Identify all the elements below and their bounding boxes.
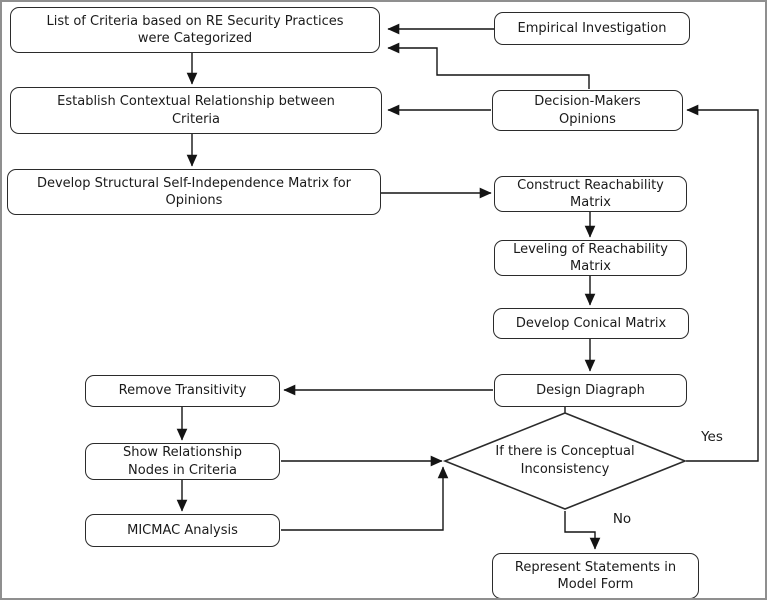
node-develop-conical-matrix: Develop Conical Matrix xyxy=(493,308,689,339)
node-develop-ssim: Develop Structural Self-Independence Mat… xyxy=(7,169,381,215)
node-list-criteria: List of Criteria based on RE Security Pr… xyxy=(10,7,380,53)
node-decision-makers-opinions: Decision-Makers Opinions xyxy=(492,90,683,131)
branch-label-yes: Yes xyxy=(701,429,723,445)
diamond-decision xyxy=(442,412,688,510)
node-design-diagraph: Design Diagraph xyxy=(494,374,687,407)
node-leveling-reachability-matrix: Leveling of Reachability Matrix xyxy=(494,240,687,276)
node-construct-reachability-matrix: Construct Reachability Matrix xyxy=(494,176,687,212)
node-represent-statements: Represent Statements in Model Form xyxy=(492,553,699,598)
arrow-diamond-yes-to-decision-makers xyxy=(686,104,759,462)
node-show-relationship-nodes: Show Relationship Nodes in Criteria xyxy=(85,443,280,480)
arrow-decision-makers-to-list-criteria xyxy=(387,42,590,89)
arrow-diamond-no-to-represent xyxy=(564,511,601,550)
node-empirical-investigation: Empirical Investigation xyxy=(494,12,690,45)
node-remove-transitivity: Remove Transitivity xyxy=(85,375,280,407)
node-micmac-analysis: MICMAC Analysis xyxy=(85,514,280,547)
arrow-micmac-to-diamond xyxy=(281,466,449,531)
diamond-decision-label: If there is Conceptual Inconsistency xyxy=(495,444,635,477)
node-establish-relationship: Establish Contextual Relationship betwee… xyxy=(10,87,382,134)
branch-label-no: No xyxy=(612,511,632,527)
